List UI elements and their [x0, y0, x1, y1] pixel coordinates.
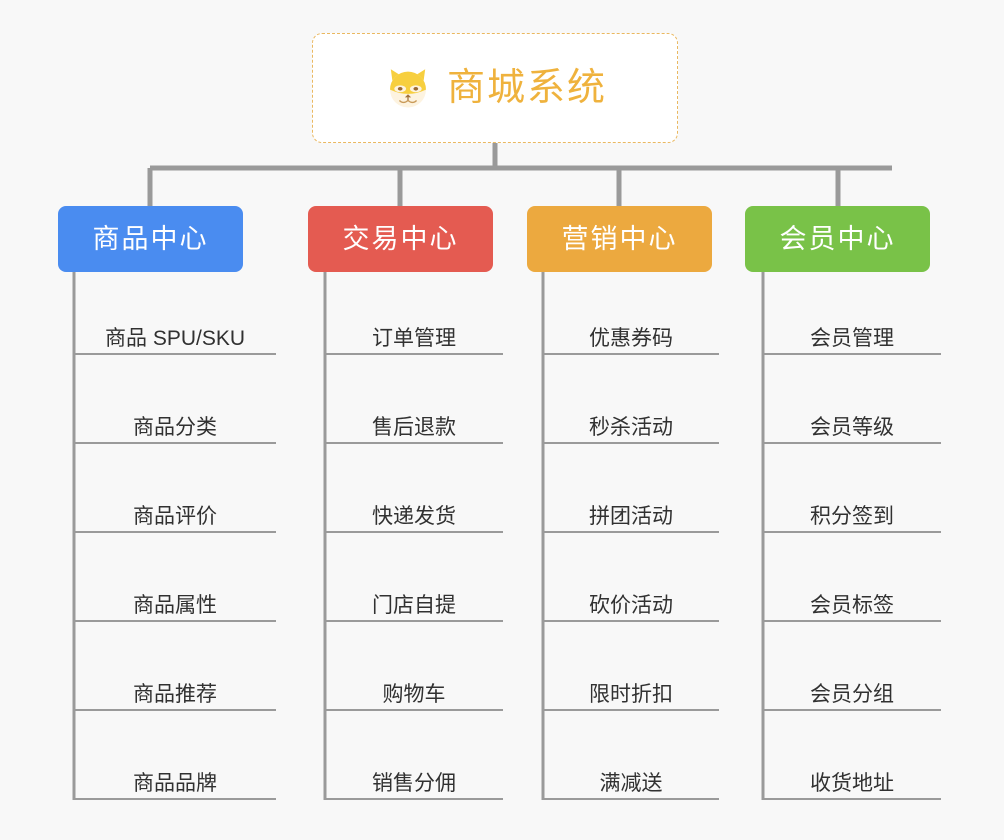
leaf-item[interactable]: 商品分类 — [74, 400, 276, 444]
leaf-item-label: 会员等级 — [810, 415, 894, 439]
root-title: 商城系统 — [446, 67, 607, 109]
leaf-item[interactable]: 商品 SPU/SKU — [74, 311, 276, 355]
leaf-item[interactable]: 拼团活动 — [543, 489, 719, 533]
leaf-item[interactable]: 门店自提 — [325, 578, 503, 622]
leaf-item-label: 快递发货 — [372, 504, 456, 528]
category-label: 营销中心 — [561, 223, 678, 254]
category-label: 交易中心 — [342, 223, 459, 254]
leaf-item-label: 会员分组 — [810, 682, 894, 706]
leaf-item[interactable]: 优惠券码 — [543, 311, 719, 355]
leaf-item[interactable]: 会员等级 — [763, 400, 941, 444]
leaf-item-label: 购物车 — [382, 682, 446, 706]
leaf-item[interactable]: 商品评价 — [74, 489, 276, 533]
leaf-item[interactable]: 订单管理 — [325, 311, 503, 355]
leaf-item[interactable]: 积分签到 — [763, 489, 941, 533]
leaf-item[interactable]: 会员管理 — [763, 311, 941, 355]
root-node[interactable]: 商城系统 — [312, 33, 678, 143]
leaf-item[interactable]: 砍价活动 — [543, 578, 719, 622]
leaf-item-label: 商品品牌 — [133, 771, 217, 795]
leaf-item-label: 积分签到 — [810, 504, 894, 528]
leaf-item[interactable]: 满减送 — [543, 756, 719, 800]
category-label: 商品中心 — [92, 223, 209, 254]
leaf-item[interactable]: 会员标签 — [763, 578, 941, 622]
leaf-item[interactable]: 购物车 — [325, 667, 503, 711]
leaf-item[interactable]: 商品推荐 — [74, 667, 276, 711]
leaf-item-label: 售后退款 — [372, 415, 456, 439]
category-box-member-center[interactable]: 会员中心 — [745, 206, 930, 272]
leaf-item-label: 拼团活动 — [589, 504, 673, 528]
category-box-trade-center[interactable]: 交易中心 — [308, 206, 493, 272]
leaf-item[interactable]: 商品属性 — [74, 578, 276, 622]
leaf-item-label: 秒杀活动 — [589, 415, 673, 439]
leaf-item-label: 门店自提 — [372, 593, 456, 617]
leaf-item[interactable]: 商品品牌 — [74, 756, 276, 800]
leaf-item-label: 商品推荐 — [133, 682, 217, 706]
leaf-item-label: 商品评价 — [133, 504, 217, 528]
leaf-item-label: 满减送 — [599, 771, 663, 795]
leaf-item-label: 会员标签 — [810, 593, 894, 617]
leaf-item[interactable]: 收货地址 — [763, 756, 941, 800]
category-box-product-center[interactable]: 商品中心 — [58, 206, 243, 272]
leaf-item-label: 商品 SPU/SKU — [104, 326, 246, 350]
leaf-item[interactable]: 销售分佣 — [325, 756, 503, 800]
leaf-item[interactable]: 秒杀活动 — [543, 400, 719, 444]
leaf-item-label: 销售分佣 — [372, 771, 456, 795]
leaf-item-label: 限时折扣 — [589, 682, 673, 706]
leaf-item-label: 会员管理 — [810, 326, 894, 350]
leaf-item-label: 商品分类 — [133, 415, 217, 439]
shiba-dog-face-icon — [390, 69, 426, 108]
category-box-marketing-center[interactable]: 营销中心 — [527, 206, 712, 272]
leaf-item-label: 商品属性 — [133, 593, 217, 617]
leaf-item-label: 砍价活动 — [589, 593, 673, 617]
leaf-item-label: 优惠券码 — [589, 326, 673, 350]
leaf-item[interactable]: 售后退款 — [325, 400, 503, 444]
leaf-item[interactable]: 限时折扣 — [543, 667, 719, 711]
leaf-item[interactable]: 会员分组 — [763, 667, 941, 711]
category-label: 会员中心 — [779, 223, 896, 254]
leaf-item-label: 订单管理 — [372, 326, 456, 350]
leaf-item[interactable]: 快递发货 — [325, 489, 503, 533]
leaf-item-label: 收货地址 — [810, 771, 894, 795]
